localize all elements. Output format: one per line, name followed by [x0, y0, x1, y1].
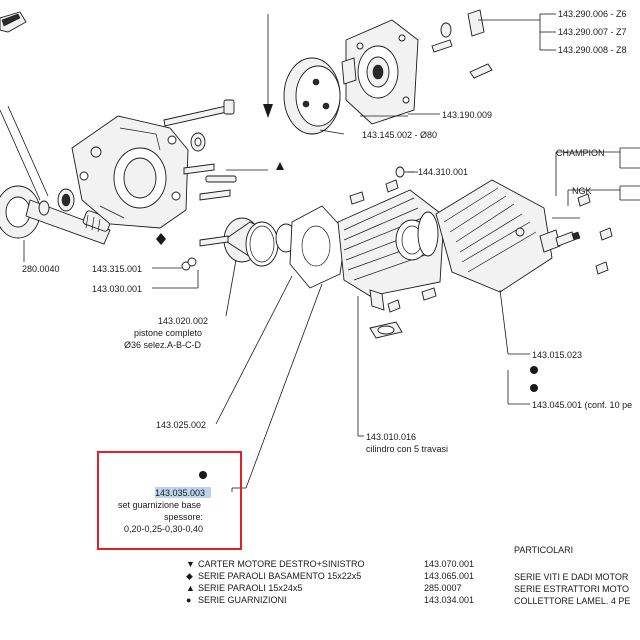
particolari-item-1: SERIE VITI E DADI MOTOR [514, 572, 629, 582]
legend-symbol-4: ● [186, 595, 191, 605]
legend-code-4: 143.034.001 [424, 595, 474, 605]
head-nuts [577, 193, 613, 275]
legend-text-4: SERIE GUARNIZIONI [198, 595, 287, 605]
particolari-list: PARTICOLARI SERIE VITI E DADI MOTOR SERI… [514, 545, 630, 606]
particolari-item-2: SERIE ESTRATTORI MOTO [514, 584, 629, 594]
seal-triangle-marker [276, 162, 284, 170]
crankcase-half [71, 115, 189, 229]
label-gasket-line3: 0,20-0,25-0,30-0,40 [124, 524, 203, 534]
label-gasket-line2: spessore: [164, 512, 203, 522]
assembly-arrow [263, 14, 273, 118]
legend-symbol-3: ▲ [186, 583, 195, 593]
legend-code-3: 285.0007 [424, 583, 462, 593]
legend-symbol-1: ▼ [186, 559, 195, 569]
label-143-045-001: 143.045.001 (conf. 10 pe [532, 400, 632, 410]
label-ngk: NGK [572, 186, 592, 196]
label-144-310-001: 144.310.001 [418, 167, 468, 177]
clutch-cover [341, 19, 440, 125]
particolari-item-3: COLLETTORE LAMEL. 4 PE [514, 596, 630, 606]
cylinder [337, 189, 445, 311]
label-cylinder-code: 143.010.016 [366, 432, 416, 442]
legend-code-2: 143.065.001 [424, 571, 474, 581]
label-143-315-001: 143.315.001 [92, 264, 142, 274]
label-143-190-009: 143.190.009 [442, 110, 492, 120]
highlight-box [97, 451, 242, 550]
gasket-dot-marker-2 [530, 384, 538, 392]
exhaust-gasket [369, 321, 403, 339]
label-z6: 143.290.006 - Z6 [558, 9, 627, 19]
label-z8: 143.290.008 - Z8 [558, 45, 627, 55]
piston [181, 217, 297, 271]
cover-screws [431, 9, 541, 79]
label-piston-line1: pistone completo [134, 328, 202, 338]
cylinder-fittings [349, 166, 437, 313]
crankshaft [0, 105, 112, 262]
legend-code-1: 143.070.001 [424, 559, 474, 569]
label-cylinder-desc: cilindro con 5 travasi [366, 444, 448, 454]
spark-plug [555, 231, 581, 247]
label-piston-line2: Ø36 selez.A-B-C-D [124, 340, 202, 350]
crankcase-fasteners [163, 99, 237, 201]
legend-table: ▼ CARTER MOTORE DESTRO+SINISTRO 143.070.… [186, 559, 474, 605]
base-gasket [289, 205, 347, 289]
oil-seal-diamond-marker [156, 233, 166, 245]
gasket-dot-marker-3 [199, 471, 207, 479]
label-143-030-001: 143.030.001 [92, 284, 142, 294]
label-z7: 143.290.007 - Z7 [558, 27, 627, 37]
clutch-drum [283, 57, 345, 135]
legend-text-2: SERIE PARAOLI BASAMENTO 15x22x5 [198, 571, 361, 581]
label-champion: CHAMPION [556, 148, 605, 158]
leader-lines [152, 13, 640, 492]
label-280-0040: 280.0040 [22, 264, 60, 274]
label-piston-code: 143.020.002 [158, 316, 208, 326]
label-143-025-002: 143.025.002 [156, 420, 206, 430]
particolari-title: PARTICOLARI [514, 545, 573, 555]
label-gasket-code: 143.035.003 [155, 488, 205, 498]
cylinder-head [435, 179, 580, 293]
label-143-145-002: 143.145.002 - Ø80 [362, 130, 437, 140]
corner-bolt-part [0, 11, 27, 33]
selected-text-highlight [155, 487, 211, 498]
label-gasket-line1: set guarnizione base [118, 500, 201, 510]
legend-text-3: SERIE PARAOLI 15x24x5 [198, 583, 302, 593]
legend-symbol-2: ◆ [186, 571, 193, 581]
gasket-dot-marker-1 [530, 366, 538, 374]
legend-text-1: CARTER MOTORE DESTRO+SINISTRO [198, 559, 364, 569]
label-143-015-023: 143.015.023 [532, 350, 582, 360]
